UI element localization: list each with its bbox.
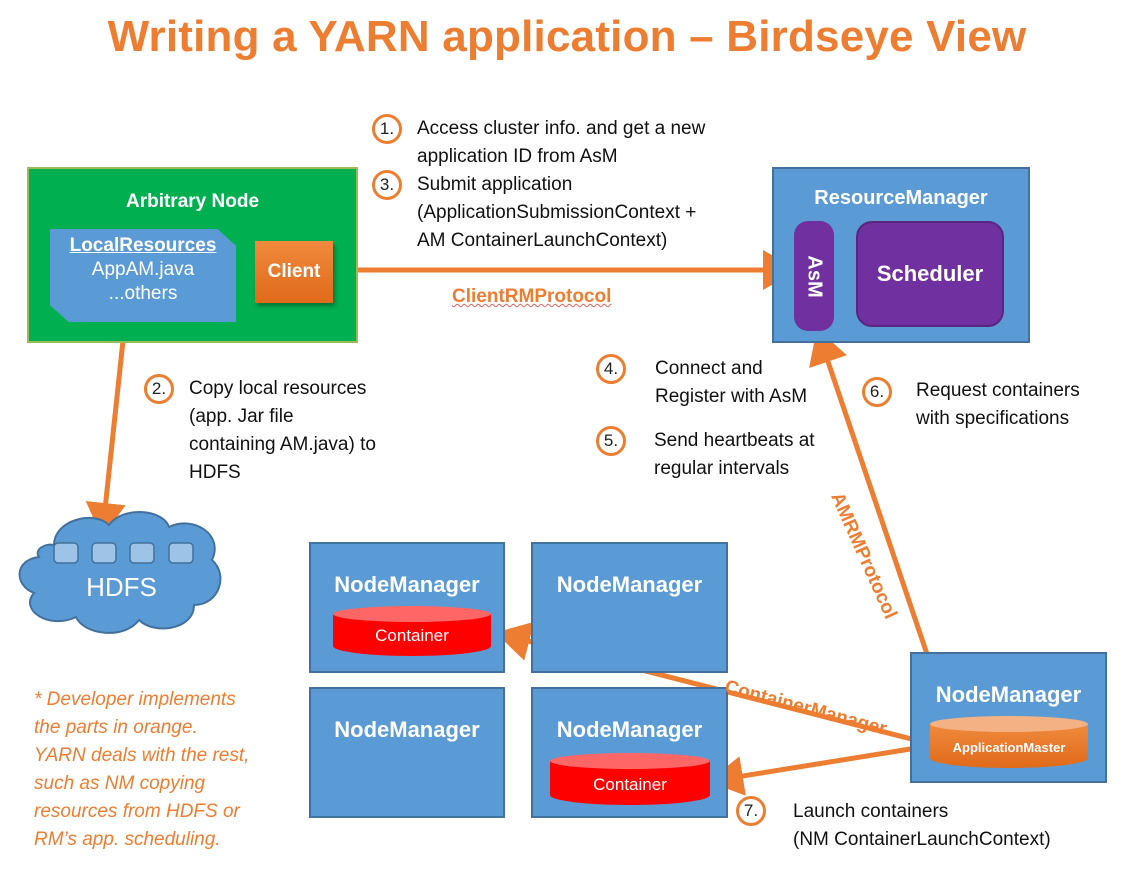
node-manager-title: NodeManager (556, 572, 703, 597)
am-node-manager-title: NodeManager (935, 682, 1082, 707)
step-2-badge: 2. (144, 374, 174, 404)
node-manager-title: NodeManager (334, 572, 480, 597)
local-resource-item: ...others (108, 283, 178, 304)
local-resource-item: AppAM.java (91, 259, 195, 280)
node-manager: NodeManager Container (531, 687, 728, 818)
node-manager-title: NodeManager (334, 717, 480, 742)
step-1-text: Access cluster info. and get a new appli… (417, 118, 706, 167)
local-resources-heading: LocalResources (69, 235, 217, 256)
hdfs-label: HDFS (86, 572, 157, 602)
step-1-badge: 1. (372, 114, 402, 144)
node-manager: NodeManager Container (309, 542, 505, 673)
node-manager: NodeManager (531, 542, 728, 673)
step-5-badge: 5. (596, 426, 626, 456)
container-label: Container (375, 626, 449, 645)
step-3-badge: 3. (372, 170, 402, 200)
step-6-text: Request containers with specifications (916, 380, 1080, 429)
resource-manager: ResourceManager AsM Scheduler (772, 167, 1030, 343)
resource-manager-title: ResourceManager (814, 187, 988, 209)
step-4-text: Connect and Register with AsM (655, 358, 808, 407)
hdfs-copy-arrow (85, 321, 128, 538)
disk-icon (91, 542, 117, 564)
step-5-text: Send heartbeats at regular intervals (654, 430, 815, 479)
application-master-label: ApplicationMaster (952, 740, 1066, 755)
disk-icon (53, 542, 79, 564)
step-2-text: Copy local resources (app. Jar file cont… (189, 378, 376, 483)
disk-icon (168, 542, 194, 564)
hdfs-cloud (18, 511, 222, 634)
arbitrary-node-title: Arbitrary Node (125, 191, 260, 212)
arbitrary-node: Arbitrary Node LocalResources AppAM.java… (27, 167, 358, 343)
step-6-badge: 6. (862, 377, 892, 407)
client-rm-protocol-label: ClientRMProtocol (452, 286, 612, 307)
container-manager-arrow-2 (708, 742, 936, 796)
disk-icon (129, 542, 155, 564)
step-7-badge: 7. (736, 796, 766, 826)
page-title: Writing a YARN application – Birdseye Vi… (107, 12, 1027, 61)
asm-box[interactable]: AsM (794, 221, 834, 331)
container-label: Container (593, 775, 667, 794)
asm-label: AsM (803, 254, 826, 298)
hdfs-disk-icons (53, 542, 194, 564)
local-resources-box: LocalResources AppAM.java ...others (50, 229, 236, 322)
scheduler-box[interactable]: Scheduler (856, 221, 1004, 327)
node-manager: NodeManager (309, 687, 505, 818)
developer-note: * Developer implements the parts in oran… (34, 689, 250, 850)
container-cylinder[interactable]: Container (550, 753, 710, 811)
node-manager-title: NodeManager (556, 717, 703, 742)
am-node-manager: NodeManager ApplicationMaster (910, 652, 1107, 783)
client-box[interactable]: Client (255, 241, 333, 303)
application-master-cylinder[interactable]: ApplicationMaster (930, 716, 1088, 774)
container-cylinder[interactable]: Container (333, 606, 491, 662)
step-3-text: Submit application (ApplicationSubmissio… (417, 174, 697, 251)
step-4-badge: 4. (596, 354, 626, 384)
step-7-text: Launch containers (NM ContainerLaunchCon… (793, 801, 1051, 850)
